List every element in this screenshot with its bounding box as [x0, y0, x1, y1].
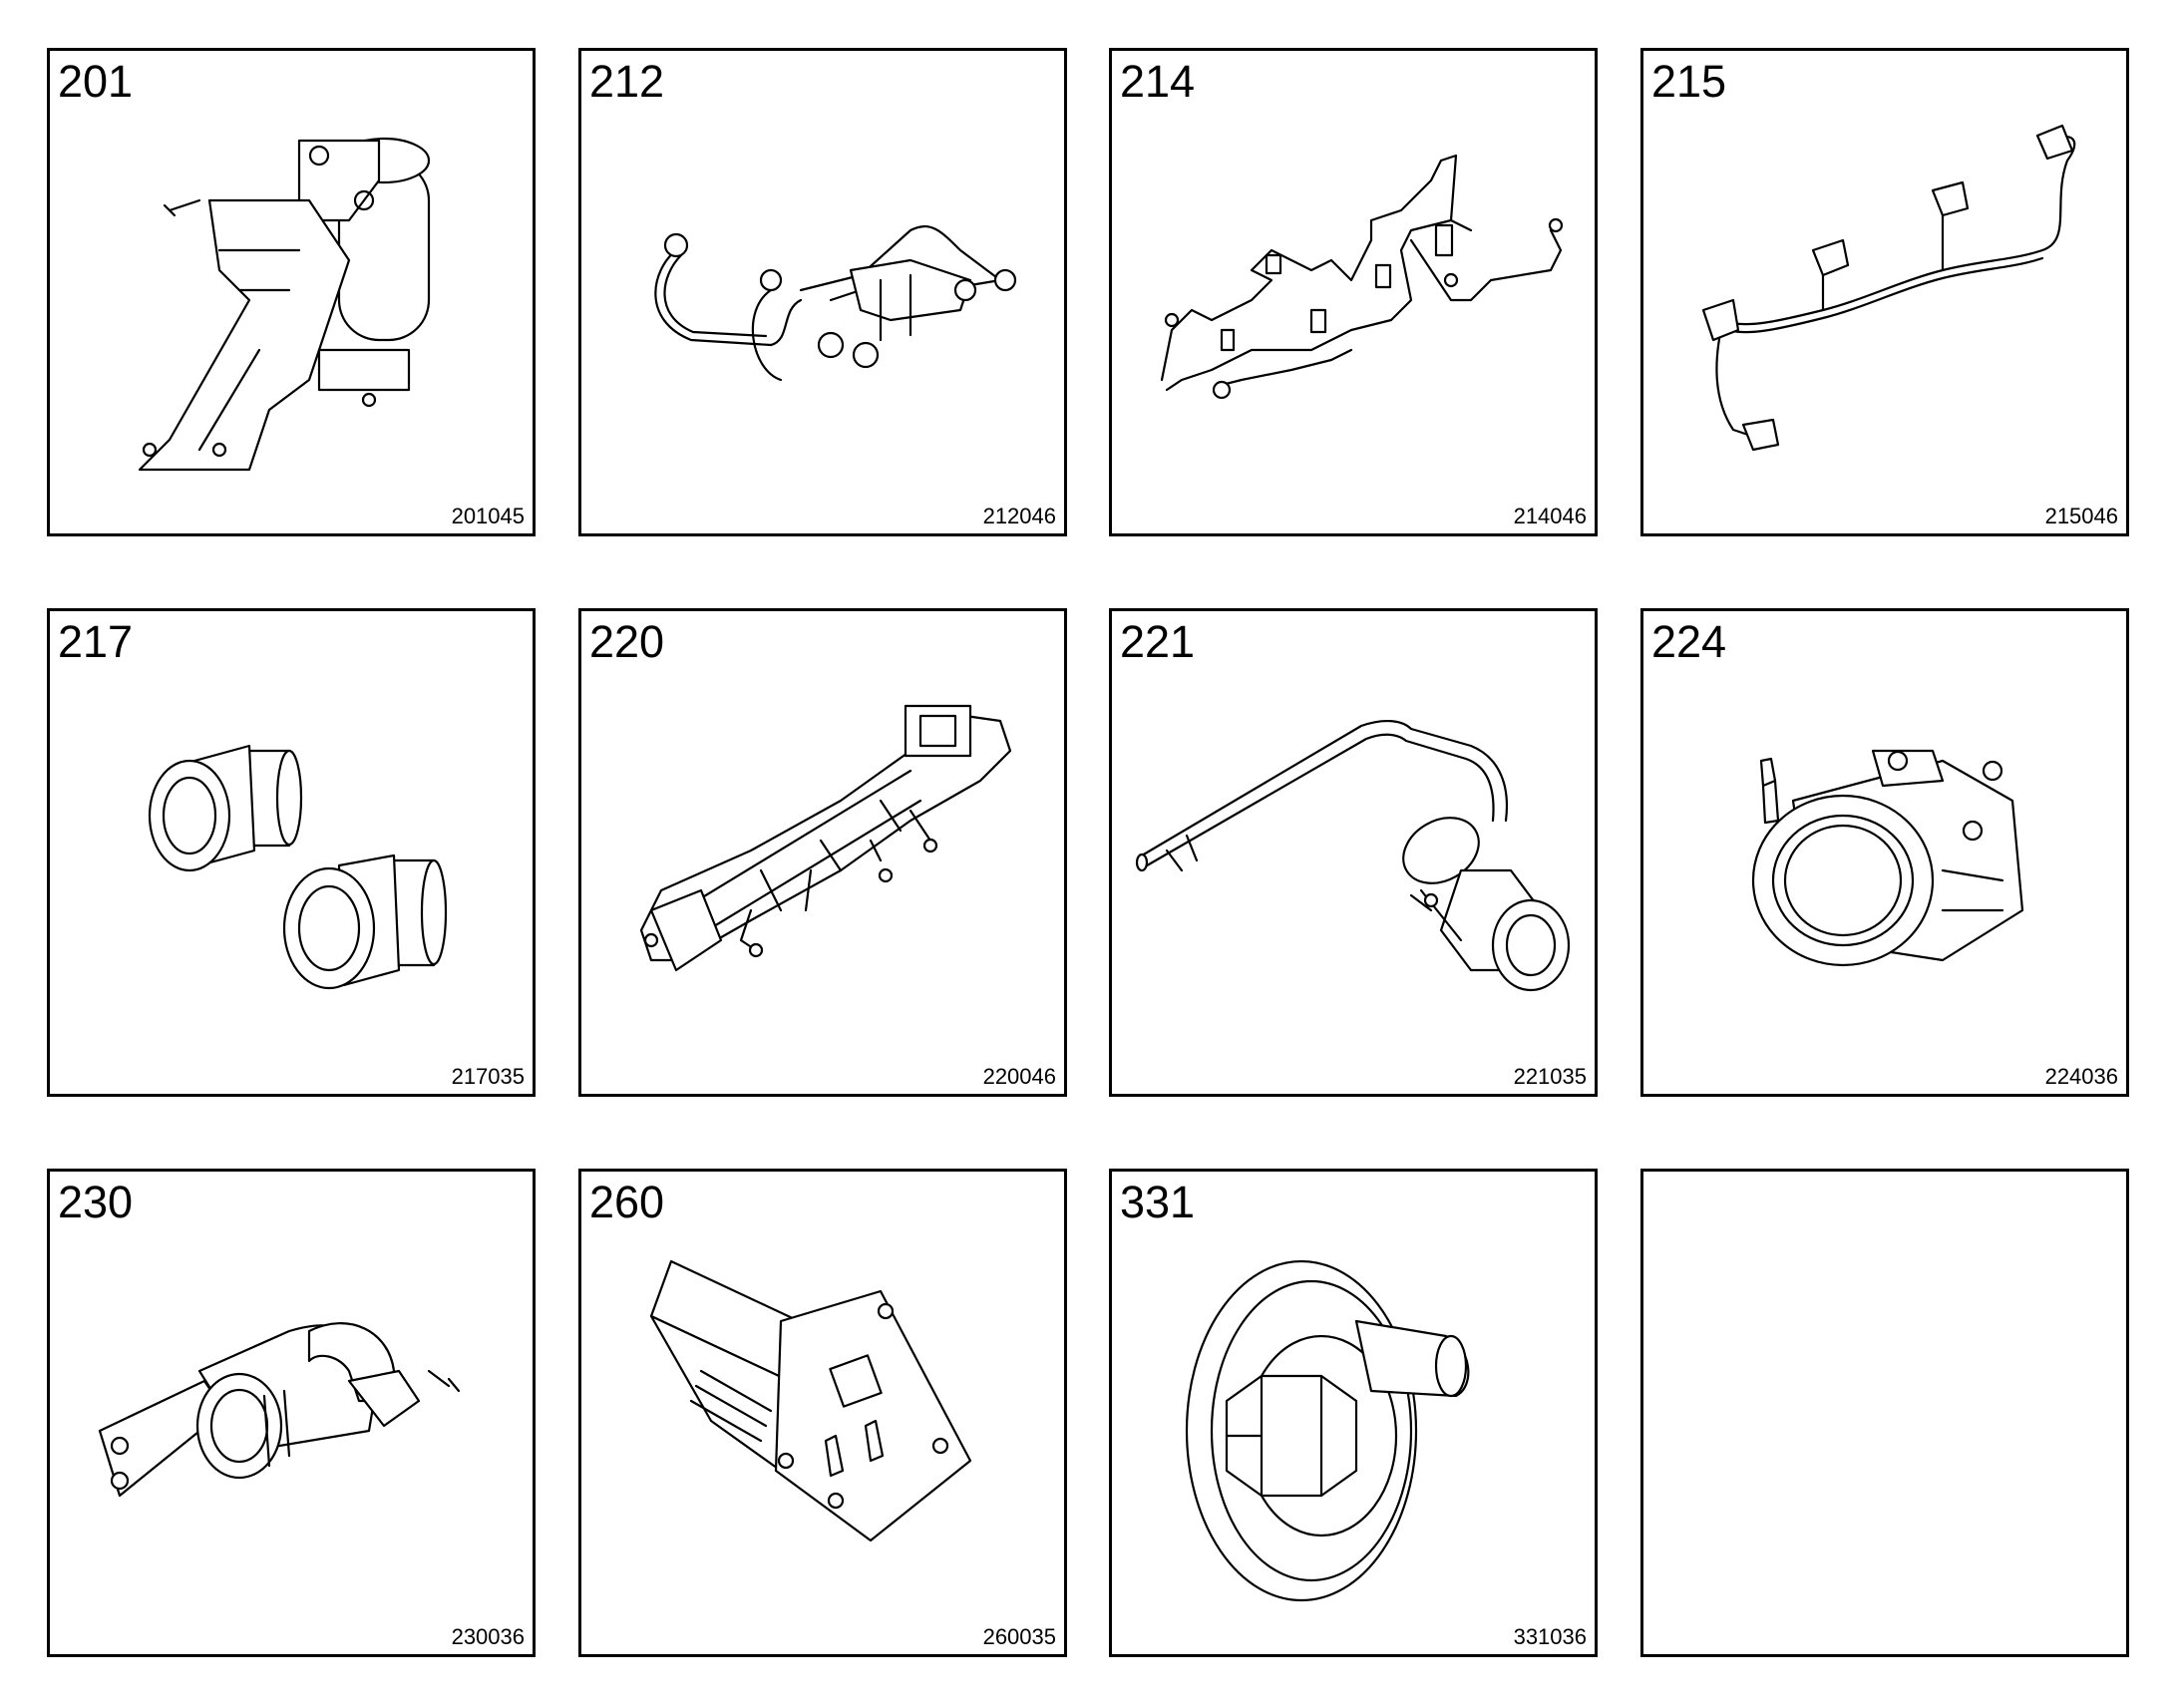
tile-number: 217: [58, 616, 134, 667]
catalog-tile-230[interactable]: 230 230036: [47, 1169, 536, 1657]
figure-code: 230036: [451, 1624, 525, 1649]
tile-number: 215: [1651, 56, 1727, 107]
tile-number: 260: [589, 1177, 665, 1227]
catalog-tile-224[interactable]: 224 224036: [1640, 608, 2129, 1097]
fuel-pipe-harness-icon: [1160, 154, 1564, 400]
figure-code: 212046: [982, 504, 1056, 528]
tile-number: 230: [58, 1177, 134, 1227]
pipe-fittings-icon: [148, 744, 448, 990]
catalog-tile-214[interactable]: 214 214046: [1109, 48, 1598, 536]
figure-code: 224036: [2044, 1064, 2118, 1089]
tile-number: 224: [1651, 616, 1727, 667]
air-intake-elbow-icon: [98, 1322, 461, 1498]
figure-code: 201045: [451, 504, 525, 528]
throttle-housing-icon: [1751, 749, 2024, 967]
catalog-tile-212[interactable]: 212 212046: [578, 48, 1067, 536]
catalog-tile-empty: [1640, 1169, 2129, 1657]
catalog-tile-217[interactable]: 217 217035: [47, 608, 536, 1097]
intake-manifold-icon: [639, 704, 1012, 972]
catalog-tile-260[interactable]: 260 260035: [578, 1169, 1067, 1657]
figure-code: 215046: [2044, 504, 2118, 528]
tile-number: 220: [589, 616, 665, 667]
tile-number: 214: [1120, 56, 1196, 107]
tile-number: 331: [1120, 1177, 1196, 1227]
tile-number: 212: [589, 56, 665, 107]
figure-code: 331036: [1513, 1624, 1587, 1649]
figure-code: 217035: [451, 1064, 525, 1089]
figure-code: 221035: [1513, 1064, 1587, 1089]
figure-code: 260035: [982, 1624, 1056, 1649]
pulley-bolt-icon: [1185, 1259, 1470, 1602]
tile-number: 221: [1120, 616, 1196, 667]
catalog-tile-201[interactable]: 201 201045: [47, 48, 536, 536]
breather-pipe-icon: [1135, 720, 1571, 992]
tile-number: 201: [58, 56, 134, 107]
catalog-tile-215[interactable]: 215 215046: [1640, 48, 2129, 536]
fuel-lines-icon: [654, 225, 1017, 382]
figure-code: 220046: [982, 1064, 1056, 1089]
heater-plate-icon: [649, 1259, 972, 1542]
fuel-filter-bracket-icon: [138, 137, 431, 472]
catalog-tile-331[interactable]: 331 331036: [1109, 1169, 1598, 1657]
injector-wiring-harness-icon: [1701, 124, 2076, 452]
catalog-tile-220[interactable]: 220 220046: [578, 608, 1067, 1097]
catalog-tile-221[interactable]: 221 221035: [1109, 608, 1598, 1097]
figure-code: 214046: [1513, 504, 1587, 528]
